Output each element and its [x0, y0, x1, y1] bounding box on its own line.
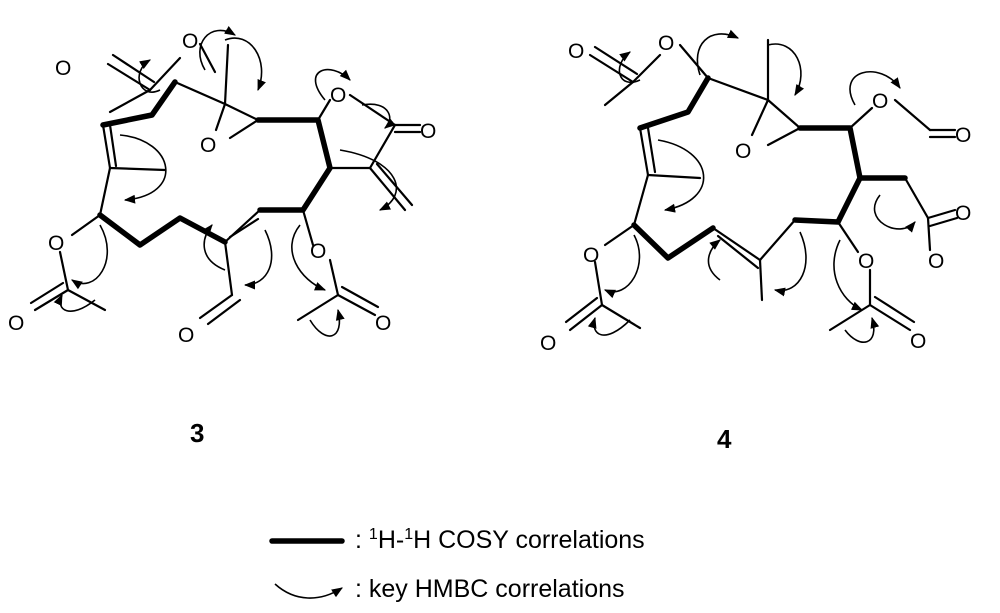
- compound-number-4: 4: [717, 424, 732, 454]
- oxygen-label: O: [55, 57, 71, 80]
- oxygen-label: O: [583, 244, 599, 267]
- oxygen-label: O: [658, 32, 674, 55]
- oxygen-label: O: [955, 202, 971, 225]
- oxygen-label: O: [182, 30, 198, 53]
- oxygen-label: O: [178, 324, 194, 347]
- carboxylic-acid: [903, 176, 959, 252]
- oxygen-label: O: [910, 330, 926, 353]
- acetate-bottom-right: [296, 208, 380, 322]
- oxygen-label: O: [735, 140, 751, 163]
- acetate-top-left: [588, 43, 710, 107]
- hmbc-legend-arrow: [274, 583, 343, 599]
- compound-3-structure: O O O O O O O O O O: [8, 25, 436, 347]
- oxygen-label: O: [955, 124, 971, 147]
- cosy-legend-label: : 1H-1H COSY correlations: [355, 526, 645, 554]
- oxygen-label: O: [420, 120, 436, 143]
- formate-ester: [848, 98, 957, 139]
- compound-4-structure: O O O O O O O O O O O: [540, 29, 971, 355]
- oxygen-label: O: [540, 332, 556, 355]
- cosy-bonds-3: [97, 79, 333, 248]
- hmbc-arrows-4: [587, 29, 916, 343]
- oxygen-label: O: [872, 90, 888, 113]
- oxygen-label: O: [330, 84, 346, 107]
- cosy-bonds-4: [631, 75, 908, 261]
- oxygen-label: O: [310, 240, 326, 263]
- oxygen-label: O: [200, 134, 216, 157]
- legend: : 1H-1H COSY correlations : key HMBC cor…: [269, 526, 645, 603]
- oxygen-label: O: [568, 40, 584, 63]
- oxygen-label: O: [48, 232, 64, 255]
- oxygen-label: O: [8, 312, 24, 335]
- acetate-top-left: [106, 42, 217, 114]
- lactone-ring: [316, 93, 422, 212]
- epoxide-ring: [706, 38, 802, 147]
- macrocycle-3: [98, 123, 262, 326]
- compound-number-3: 3: [190, 418, 204, 448]
- hmbc-arrows-3: [53, 25, 398, 337]
- epoxide-ring: [173, 43, 260, 140]
- acetate-bottom-right: [828, 220, 916, 332]
- oxygen-label: O: [858, 250, 874, 273]
- oxygen-label: O: [928, 250, 944, 273]
- acetate-bottom-left: [29, 213, 107, 312]
- hmbc-legend-label: : key HMBC correlations: [355, 575, 625, 603]
- acetate-bottom-left: [564, 223, 642, 332]
- macrocycle-4: [632, 126, 797, 302]
- oxygen-label: O: [375, 312, 391, 335]
